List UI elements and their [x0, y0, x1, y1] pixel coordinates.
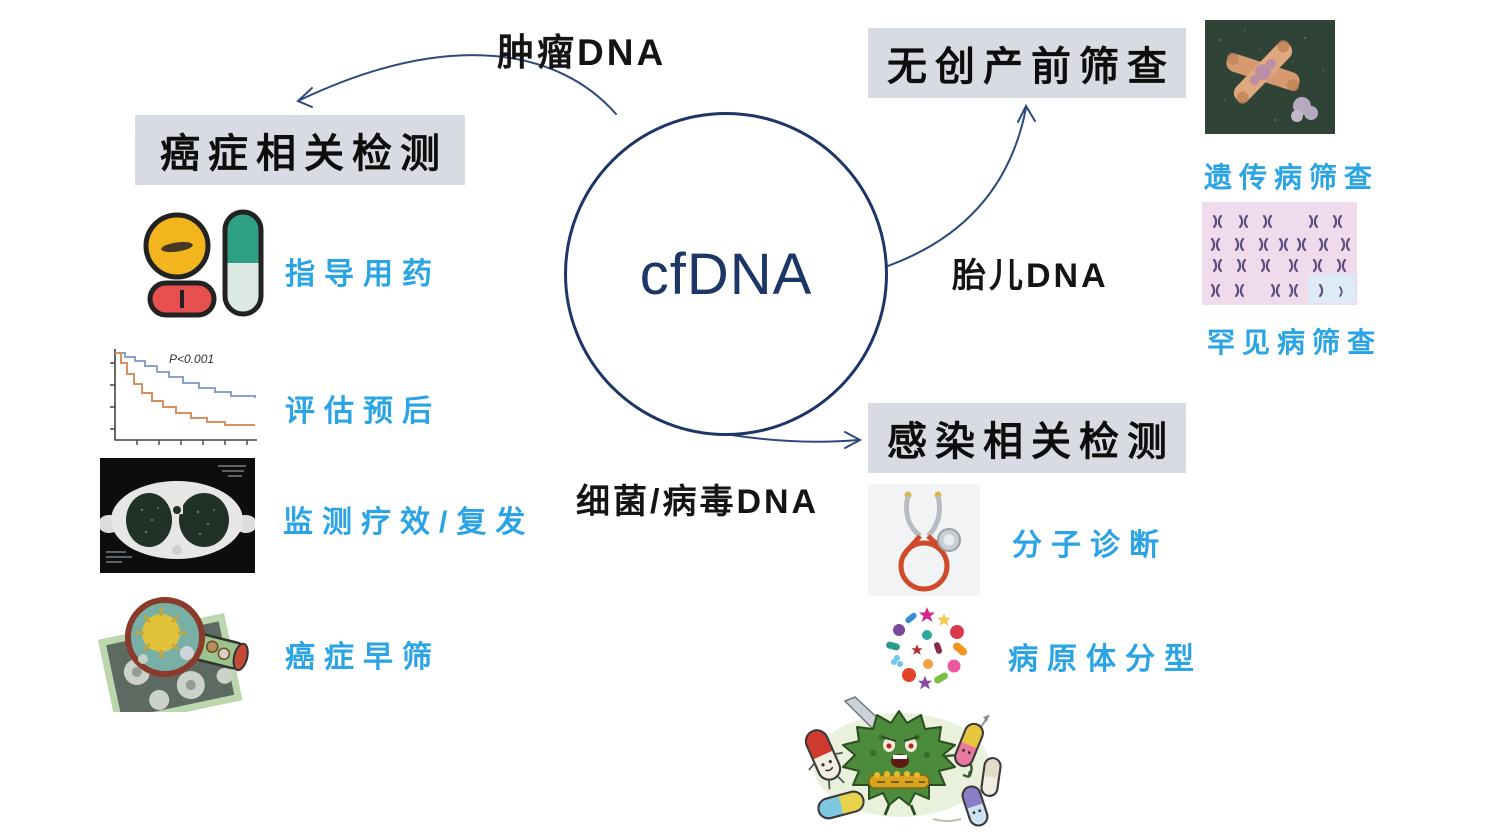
prenatal-section-header: 无创产前筛查 — [868, 28, 1186, 98]
assess-prognosis-label: 评估预后 — [285, 395, 441, 428]
guide-medication-label: 指导用药 — [285, 258, 441, 291]
pathogens-wheel-icon — [884, 604, 970, 692]
cfdna-center-node: cfDNA — [564, 112, 888, 436]
fetal-dna-arrowhead — [1017, 103, 1036, 123]
microbial-dna-edge-label: 细菌/病毒DNA — [576, 483, 820, 521]
infection-section-title: 感染相关检测 — [887, 420, 1175, 464]
infection-section-header: 感染相关检测 — [868, 403, 1186, 473]
cancer-section-header: 癌症相关检测 — [135, 115, 465, 185]
tumor-dna-edge-label: 肿瘤DNA — [497, 32, 667, 73]
stethoscope-icon — [868, 484, 980, 596]
survival-curve-icon: P<0.001 — [97, 343, 262, 455]
molecular-diagnosis-label: 分子诊断 — [1012, 529, 1168, 562]
chromosome-photo-icon — [1205, 20, 1335, 134]
prenatal-section-title: 无创产前筛查 — [887, 45, 1175, 89]
pvalue-annotation: P<0.001 — [169, 352, 214, 366]
pills-icon — [138, 205, 265, 319]
tumor-dna-arrow — [299, 54, 617, 115]
fetal-dna-edge-label: 胎儿DNA — [952, 257, 1109, 295]
genetic-disease-screening-label: 遗传病筛查 — [1204, 162, 1380, 193]
microbial-dna-arrowhead — [844, 431, 863, 449]
monitor-efficacy-label: 监测疗效/复发 — [283, 506, 535, 539]
cancer-section-title: 癌症相关检测 — [160, 132, 448, 176]
magnifier-cells-icon — [95, 585, 252, 712]
fetal-dna-arrow — [881, 107, 1027, 269]
rare-disease-screening-label: 罕见病筛查 — [1207, 327, 1383, 358]
early-screening-label: 癌症早筛 — [285, 641, 441, 674]
cfdna-label: cfDNA — [639, 241, 813, 307]
superbug-cartoon-icon — [793, 693, 1010, 830]
pathogen-typing-label: 病原体分型 — [1008, 643, 1203, 676]
karyotype-icon — [1202, 202, 1357, 305]
tumor-dna-arrowhead — [296, 87, 313, 108]
ct-scan-icon — [100, 458, 255, 573]
